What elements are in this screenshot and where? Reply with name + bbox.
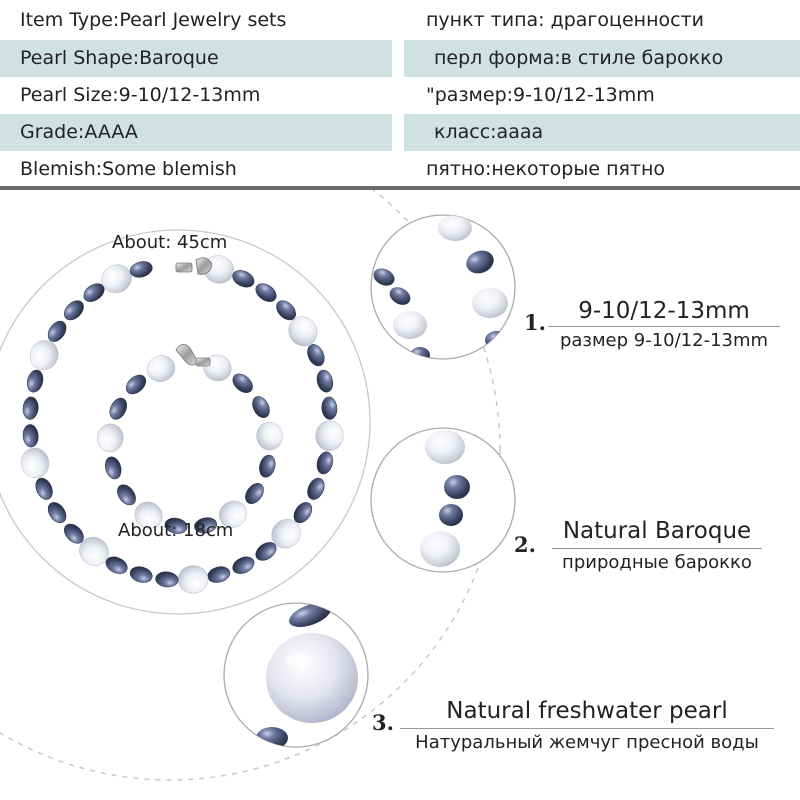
feature-title: 9-10/12-13mm bbox=[578, 298, 750, 324]
feature-number: 3. bbox=[372, 710, 394, 735]
light-pearl bbox=[256, 421, 283, 451]
dark-pearl bbox=[194, 517, 218, 534]
spec-row-blemish: Blemish:Some blemish пятно:некоторые пят… bbox=[0, 151, 800, 188]
light-pearl bbox=[146, 355, 176, 382]
spec-table: Item Type:Pearl Jewelry sets пункт типа:… bbox=[0, 0, 800, 190]
dark-pearl bbox=[129, 261, 153, 278]
dark-pearl bbox=[26, 369, 44, 393]
dark-pearl bbox=[47, 320, 67, 342]
product-illustration bbox=[0, 190, 516, 781]
bracelet-length-label: About: 18cm bbox=[118, 520, 234, 541]
dark-pearl bbox=[307, 344, 325, 367]
table-divider bbox=[0, 186, 800, 190]
light-pearl bbox=[271, 519, 301, 549]
feature-subtitle: размер 9-10/12-13mm bbox=[559, 330, 769, 351]
feature-title: Natural Baroque bbox=[562, 518, 752, 544]
spec-row-pearl-shape: Pearl Shape:Baroque перл форма:в стиле б… bbox=[0, 40, 800, 77]
spec-label-ru: класс:аааа bbox=[404, 114, 800, 151]
dark-pearl bbox=[293, 502, 313, 524]
dark-pearl bbox=[129, 566, 153, 583]
detail-circle-freshwater bbox=[223, 602, 369, 748]
dark-pearl bbox=[255, 283, 277, 302]
spec-label-ru: пункт типа: драгоценности bbox=[426, 9, 704, 31]
dark-pearl bbox=[22, 424, 39, 448]
feature-number: 1. bbox=[524, 310, 546, 335]
dark-pearl bbox=[47, 502, 67, 524]
light-pearl bbox=[177, 565, 209, 594]
dark-pearl bbox=[245, 483, 264, 504]
dark-pearl bbox=[252, 396, 270, 418]
dark-pearl bbox=[155, 571, 179, 588]
detail-circle-baroque bbox=[370, 427, 516, 573]
dark-pearl bbox=[117, 484, 136, 506]
spec-row-pearl-size: Pearl Size:9-10/12-13mm "размер:9-10/12-… bbox=[0, 77, 800, 114]
light-pearl bbox=[288, 316, 318, 347]
product-stage: About: 45cm About: 18cm 1. 9-10/12-13mm … bbox=[0, 190, 800, 800]
spec-row-grade: Grade:AAAA класс:аааа bbox=[0, 114, 800, 151]
spec-label-ru: пятно:некоторые пятно bbox=[426, 158, 666, 180]
feature-rule bbox=[548, 326, 780, 327]
detail-circle-size bbox=[370, 214, 516, 360]
spec-label-en: Blemish:Some blemish bbox=[20, 158, 237, 180]
spec-label-en: Item Type:Pearl Jewelry sets bbox=[20, 9, 287, 31]
dark-pearl bbox=[164, 517, 188, 534]
necklace-pearls bbox=[20, 255, 344, 594]
light-pearl bbox=[134, 501, 163, 529]
feature-subtitle: природные барокко bbox=[562, 552, 752, 573]
spec-label-en: Pearl Shape:Baroque bbox=[0, 40, 392, 77]
dark-pearl bbox=[316, 451, 334, 475]
light-pearl bbox=[315, 420, 344, 452]
feature-number: 2. bbox=[514, 532, 536, 557]
dark-pearl bbox=[255, 542, 277, 561]
dark-pearl bbox=[232, 270, 255, 288]
guide-arc-outer bbox=[0, 190, 501, 781]
feature-title: Natural freshwater pearl bbox=[446, 698, 728, 724]
dark-pearl bbox=[35, 477, 53, 500]
dark-pearl bbox=[105, 456, 122, 480]
dark-pearl bbox=[232, 556, 255, 574]
dark-pearl bbox=[321, 396, 338, 420]
spec-label-en: Pearl Size:9-10/12-13mm bbox=[20, 84, 261, 106]
light-pearl bbox=[20, 447, 50, 479]
dark-pearl bbox=[232, 373, 253, 393]
light-pearl bbox=[29, 340, 59, 371]
bracelet-clasp-icon bbox=[175, 344, 211, 367]
dark-pearl bbox=[276, 300, 296, 321]
dark-pearl bbox=[207, 566, 231, 583]
spec-label-ru: "размер:9-10/12-13mm bbox=[426, 84, 655, 106]
dark-pearl bbox=[259, 454, 276, 478]
necklace-clasp-icon bbox=[175, 257, 213, 275]
bracelet-pearls bbox=[97, 354, 283, 534]
light-pearl bbox=[79, 536, 109, 566]
spec-label-en: Grade:AAAA bbox=[0, 114, 392, 151]
spec-row-item-type: Item Type:Pearl Jewelry sets пункт типа:… bbox=[0, 2, 800, 39]
dark-pearl bbox=[105, 556, 128, 574]
dark-pearl bbox=[64, 300, 84, 321]
feature-subtitle: Натуральный жемчуг пресной воды bbox=[415, 732, 759, 753]
light-pearl bbox=[219, 500, 247, 528]
light-pearl bbox=[203, 354, 232, 382]
feature-rule bbox=[400, 728, 774, 729]
light-pearl bbox=[97, 423, 124, 453]
feature-rule bbox=[552, 548, 762, 549]
necklace-length-label: About: 45cm bbox=[112, 232, 228, 253]
dark-pearl bbox=[125, 374, 147, 395]
necklace-frame-circle bbox=[0, 229, 371, 615]
dark-pearl bbox=[22, 396, 39, 420]
dark-pearl bbox=[307, 477, 325, 500]
dark-pearl bbox=[316, 369, 334, 393]
dark-pearl bbox=[109, 397, 127, 420]
spec-label-ru: перл форма:в стиле барокко bbox=[404, 40, 800, 77]
dark-pearl bbox=[64, 523, 84, 544]
